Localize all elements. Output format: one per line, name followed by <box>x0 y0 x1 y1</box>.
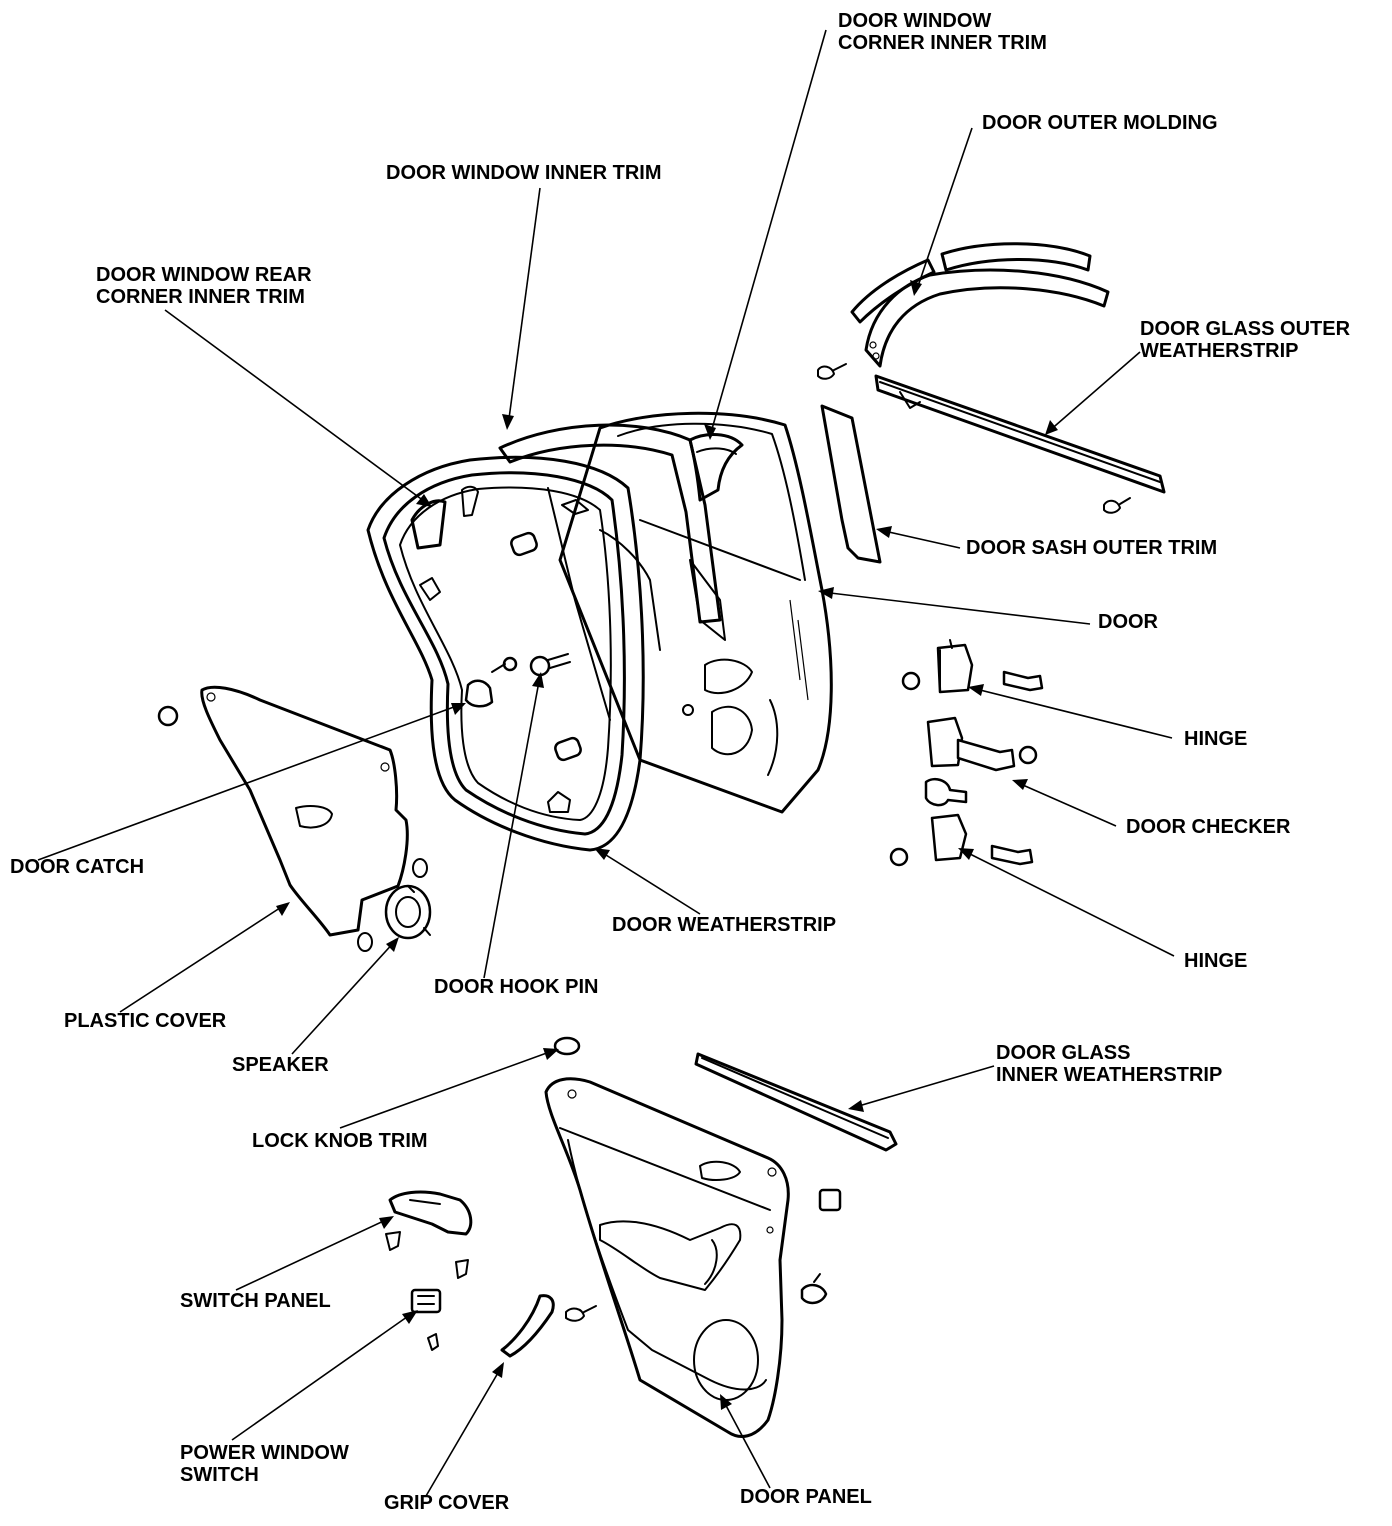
label-line: DOOR WINDOW <box>838 10 992 32</box>
label-lock-knob-trim: LOCK KNOB TRIM <box>252 1130 428 1152</box>
door-checker-part <box>924 716 1038 807</box>
panel-fastener-part <box>800 1283 828 1305</box>
label-line: DOOR WEATHERSTRIP <box>612 914 837 936</box>
plastic-cover-part <box>157 685 428 952</box>
door-shell <box>558 411 833 814</box>
label-line: DOOR CHECKER <box>1126 816 1291 838</box>
window-inner-trim-part <box>498 423 722 624</box>
power-window-switch-part <box>410 1288 442 1351</box>
label-line: CORNER INNER TRIM <box>96 286 305 308</box>
speaker-part <box>384 884 432 940</box>
switch-panel-part <box>385 1190 473 1279</box>
grip-cover-part <box>500 1294 555 1358</box>
door-panel-part <box>544 1077 790 1438</box>
label-door-outer-molding: DOOR OUTER MOLDING <box>982 112 1218 134</box>
label-line: DOOR <box>1098 611 1158 633</box>
label-line: WEATHERSTRIP <box>1140 340 1299 362</box>
door-hook-pin-part <box>491 531 582 762</box>
label-door-window-inner-trim: DOOR WINDOW INNER TRIM <box>386 162 662 184</box>
label-power-window-switch: POWER WINDOW SWITCH <box>180 1442 349 1486</box>
leader-lines <box>37 29 1175 1497</box>
upper-hinge-part <box>901 639 1044 694</box>
label-line: POWER WINDOW <box>180 1442 349 1464</box>
label-door-panel: DOOR PANEL <box>740 1486 872 1508</box>
label-switch-panel: SWITCH PANEL <box>180 1290 331 1312</box>
label-door-checker: DOOR CHECKER <box>1126 816 1290 838</box>
label-line: DOOR SASH OUTER TRIM <box>966 537 1218 559</box>
label-door-glass-outer-weatherstrip: DOOR GLASS OUTER WEATHERSTRIP <box>1140 318 1350 362</box>
panel-clip-part <box>818 1188 842 1212</box>
label-line: HINGE <box>1184 950 1248 972</box>
label-door-hook-pin: DOOR HOOK PIN <box>434 976 598 998</box>
label-line: HINGE <box>1184 728 1248 750</box>
label-line: INNER WEATHERSTRIP <box>996 1064 1223 1086</box>
door-glass-outer-weatherstrip-part <box>874 374 1166 494</box>
grip-screw-part <box>565 1305 597 1322</box>
door-weatherstrip-part <box>366 455 645 852</box>
door-glass-inner-weatherstrip-part <box>694 1052 898 1152</box>
label-door-glass-inner-weatherstrip: DOOR GLASS INNER WEATHERSTRIP <box>996 1042 1222 1086</box>
label-door-window-rear-corner-inner-trim: DOOR WINDOW REAR CORNER INNER TRIM <box>96 264 312 308</box>
label-plastic-cover: PLASTIC COVER <box>64 1010 226 1032</box>
label-door-window-corner-inner-trim: DOOR WINDOW CORNER INNER TRIM <box>838 10 1047 54</box>
label-line: DOOR CATCH <box>10 856 145 878</box>
label-line: DOOR HOOK PIN <box>434 976 599 998</box>
label-line: DOOR GLASS OUTER <box>1140 318 1351 340</box>
label-line: DOOR WINDOW INNER TRIM <box>386 162 662 184</box>
rear-corner-trim-part <box>410 499 447 550</box>
door-catch-part <box>464 679 494 708</box>
label-line: GRIP COVER <box>384 1492 510 1514</box>
screw-upper <box>817 363 847 380</box>
label-door-weatherstrip: DOOR WEATHERSTRIP <box>612 914 836 936</box>
label-grip-cover: GRIP COVER <box>384 1492 509 1514</box>
label-line: DOOR WINDOW REAR <box>96 264 312 286</box>
label-line: SWITCH PANEL <box>180 1290 331 1312</box>
screw-lower <box>1103 497 1131 514</box>
label-line: DOOR GLASS <box>996 1042 1131 1064</box>
label-door: DOOR <box>1098 611 1158 633</box>
lower-hinge-part <box>889 813 1034 867</box>
label-line: SPEAKER <box>232 1054 329 1076</box>
lock-knob-trim-part <box>553 1036 581 1056</box>
label-door-sash-outer-trim: DOOR SASH OUTER TRIM <box>966 537 1217 559</box>
label-hinge-upper: HINGE <box>1184 728 1247 750</box>
label-door-catch: DOOR CATCH <box>10 856 144 878</box>
label-line: CORNER INNER TRIM <box>838 32 1047 54</box>
label-speaker: SPEAKER <box>232 1054 329 1076</box>
door-sash-outer-trim-part <box>820 404 882 564</box>
label-line: DOOR PANEL <box>740 1486 872 1508</box>
label-line: SWITCH <box>180 1464 259 1486</box>
label-line: LOCK KNOB TRIM <box>252 1130 428 1152</box>
label-hinge-lower: HINGE <box>1184 950 1247 972</box>
door-outer-molding-part <box>850 242 1110 368</box>
label-line: DOOR OUTER MOLDING <box>982 112 1218 134</box>
label-line: PLASTIC COVER <box>64 1010 227 1032</box>
